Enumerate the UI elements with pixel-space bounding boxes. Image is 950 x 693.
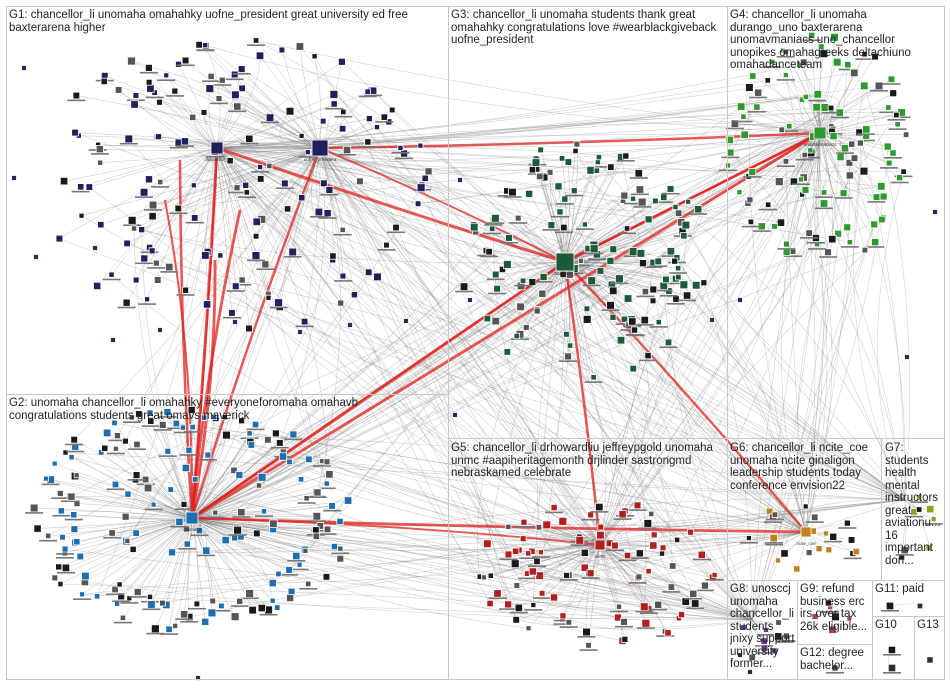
- group-label-g8: G8: unosccj unomaha chancellor_li studen…: [730, 583, 798, 671]
- group-label-g1: G1: chancellor_li unomaha omahahky uofne…: [9, 9, 447, 34]
- group-label-g2: G2: unomaha chancellor_li omahahky #ever…: [9, 397, 447, 422]
- panel-g3: [448, 6, 728, 439]
- panel-g2: [6, 394, 449, 680]
- group-label-g6: G6: chancellor_li ncite_coe unomaha ncit…: [730, 442, 880, 492]
- group-label-g11: G11: paid: [875, 583, 945, 596]
- panel-g1: [6, 6, 449, 395]
- group-label-g4: G4: chancellor_li unomaha durango_uno ba…: [730, 9, 944, 72]
- group-label-g3: G3: chancellor_li unomaha students thank…: [451, 9, 727, 47]
- group-label-g7: G7: students health mental instructors g…: [885, 442, 945, 567]
- group-label-g13: G13: [917, 619, 945, 632]
- group-label-g5: G5: chancellor_li drhowardliu jeffreypgo…: [451, 442, 727, 480]
- group-label-g9: G9: refund business erc irs over tax 26k…: [800, 583, 872, 633]
- group-label-g12: G12: degree bachelor...: [800, 647, 872, 672]
- group-label-g10: G10: [875, 619, 915, 632]
